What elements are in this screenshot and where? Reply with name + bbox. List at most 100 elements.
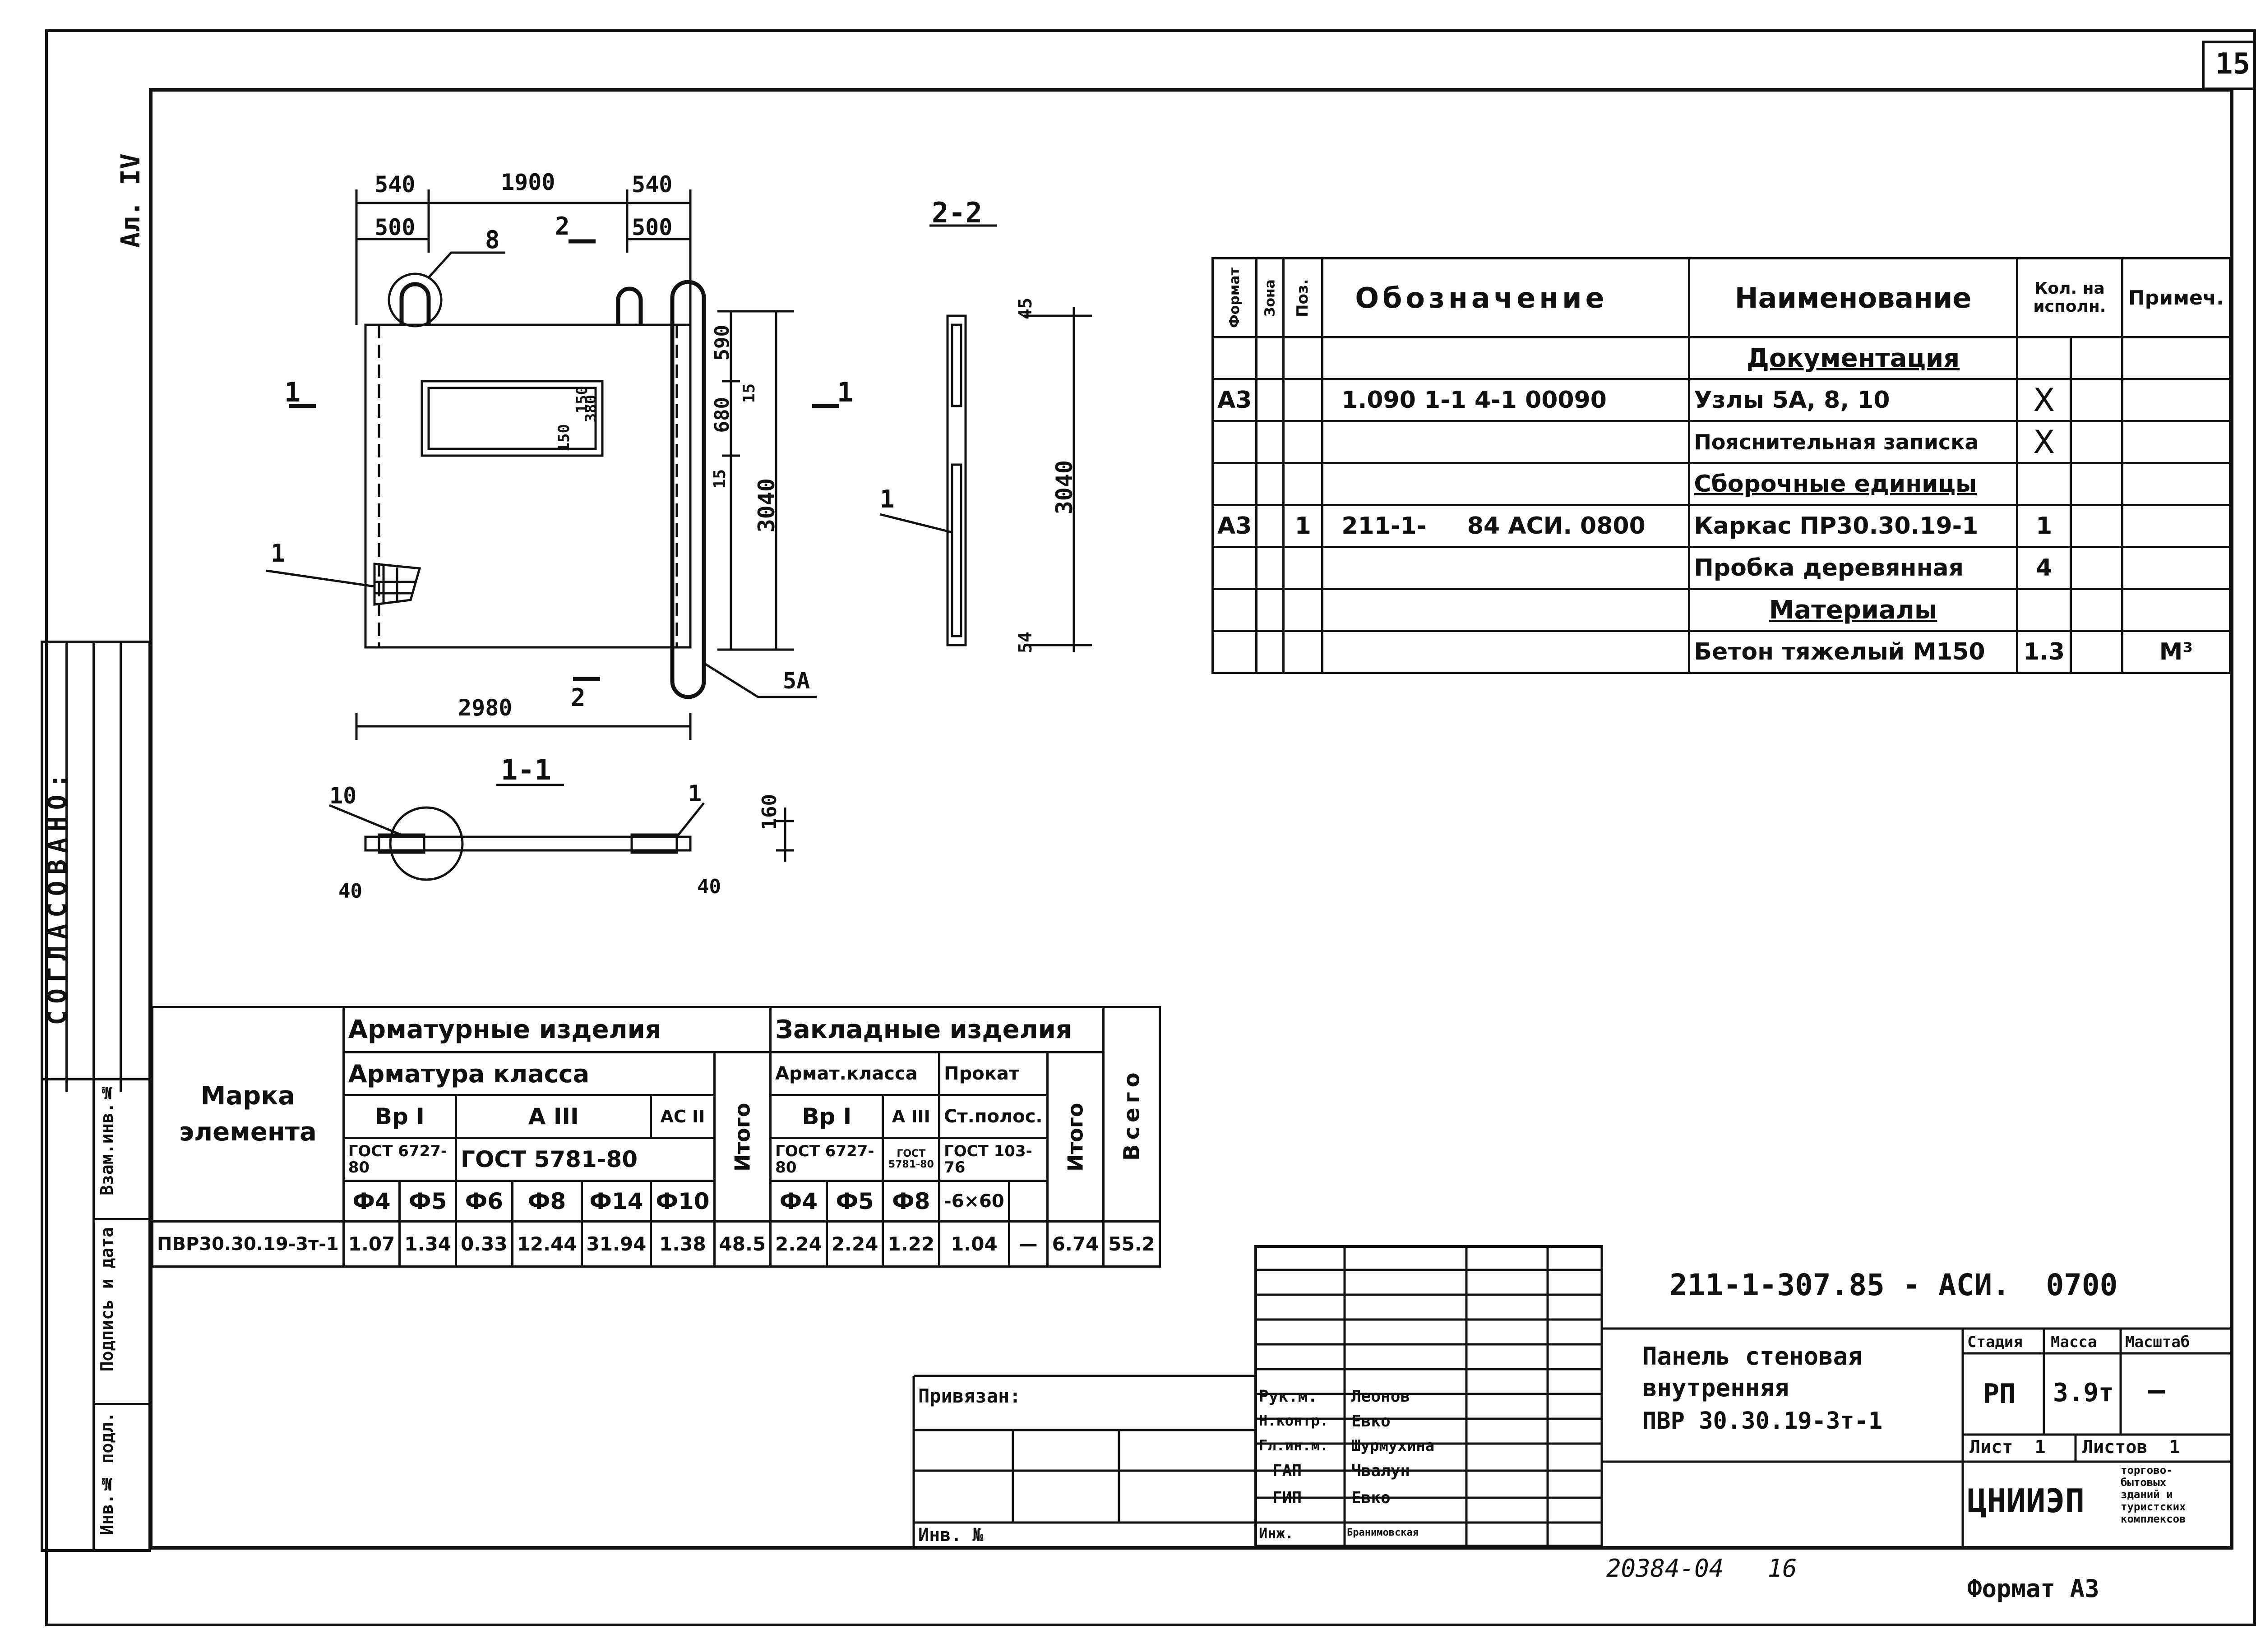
stage-value: РП	[1983, 1378, 2016, 1410]
spec-section-materials: Материалы	[1688, 588, 2018, 632]
bill-diam: Ф5	[825, 1180, 884, 1223]
spec-cell-qty	[2016, 588, 2072, 632]
spec-cell-pos: 1	[1282, 504, 1324, 548]
spec-cell-pos	[1282, 462, 1324, 506]
cut-mark-2-bottom: 2	[571, 683, 586, 712]
bill-of-materials-table: Марка элемента Арматурные изделия Заклад…	[151, 1006, 1161, 1268]
specification-table: Формат Зона Поз. Обозначение Наименовани…	[1211, 257, 2232, 674]
organization-sub-1: торгово-	[2121, 1464, 2173, 1477]
document-name-3: ПВР 30.30.19-3т-1	[1642, 1407, 1883, 1435]
spec-cell-name: Каркас ПР30.30.19-1	[1688, 504, 2018, 548]
bill-diam: Ф4	[769, 1180, 828, 1223]
bill-value: 1.22	[882, 1220, 941, 1268]
bill-row-mark: ПВР30.30.19-3т-1	[151, 1220, 345, 1268]
spec-cell-zone	[1255, 546, 1285, 590]
spec-cell-zone	[1255, 630, 1285, 674]
spec-cell-pos	[1282, 630, 1324, 674]
spec-cell-qty2	[2070, 378, 2123, 422]
spec-cell-designation	[1321, 588, 1691, 632]
bill-value: 2.24	[769, 1220, 828, 1268]
section-1-1-title: 1-1	[501, 753, 551, 786]
spec-section-assembly: Сборочные единицы	[1688, 462, 2018, 506]
bill-gost-4: ГОСТ 5781-80	[882, 1137, 941, 1182]
callout-1c: 1	[880, 485, 895, 513]
mass-header: Масса	[2051, 1333, 2097, 1351]
sheets-label: Листов 1	[2082, 1437, 2180, 1458]
bill-armat-class-2: Армат.класса	[769, 1051, 941, 1096]
spec-cell-qty: 4	[2016, 546, 2072, 590]
spec-cell-qty2	[2070, 336, 2123, 380]
bill-value: 1.04	[938, 1220, 1010, 1268]
spec-cell-designation	[1321, 630, 1691, 674]
spec-cell-format	[1211, 588, 1258, 632]
organization-sub-5: комплексов	[2121, 1513, 2186, 1525]
lifting-loop	[616, 286, 643, 325]
bill-class-st: Ст.полос.	[938, 1094, 1049, 1139]
spec-cell-name: Узлы 5А, 8, 10	[1688, 378, 2018, 422]
spec-header-name: Наименование	[1688, 257, 2018, 338]
reinforcement-hatch	[373, 563, 421, 606]
tied-label: Привязан:	[918, 1385, 1021, 1407]
name-glinm: Шурмухина	[1351, 1437, 1435, 1455]
edge-profile	[670, 280, 706, 699]
spec-cell-qty2	[2070, 420, 2123, 464]
sheet-label: Лист 1	[1969, 1437, 2046, 1458]
spec-cell-format	[1211, 630, 1258, 674]
bill-value: 0.33	[455, 1220, 513, 1268]
organization-sub-3: зданий и	[2121, 1488, 2173, 1501]
spec-cell-qty2	[2070, 588, 2123, 632]
title-left-grid	[1254, 1245, 1602, 1547]
leader-1	[676, 802, 705, 838]
name-nkontr: Евко	[1351, 1412, 1391, 1431]
spec-cell-designation	[1321, 546, 1691, 590]
dim-540-right: 540	[632, 171, 673, 198]
scale-header: Масштаб	[2125, 1333, 2190, 1351]
bill-gost-1: ГОСТ 6727-80	[342, 1137, 458, 1182]
scale-value: —	[2148, 1374, 2165, 1407]
bill-value: 2.24	[825, 1220, 884, 1268]
role-gap: ГАП	[1272, 1462, 1302, 1480]
stamp-divider	[120, 641, 122, 1092]
spec-cell-note: М³	[2121, 630, 2232, 674]
bill-armatura-class: Арматура класса	[342, 1051, 716, 1096]
spec-cell-pos	[1282, 336, 1324, 380]
section-2-2-title: 2-2	[932, 196, 982, 229]
format-label: Формат А3	[1967, 1574, 2099, 1603]
spec-cell-zone	[1255, 336, 1285, 380]
section-2-2-outline	[946, 314, 967, 646]
bill-value: 1.34	[398, 1220, 457, 1268]
window-opening-inner	[427, 387, 597, 450]
role-glinm: Гл.ин.м.	[1259, 1437, 1329, 1454]
cut-mark-2-top: 2	[555, 212, 570, 240]
spec-cell-qty-cross: X	[2016, 420, 2072, 464]
bill-diam-empty	[1008, 1180, 1049, 1223]
bill-group-zakladnye: Закладные изделия	[769, 1006, 1105, 1053]
role-gip: ГИП	[1272, 1489, 1302, 1507]
spec-cell-qty2	[2070, 630, 2123, 674]
section-1-1-left: 40	[338, 880, 362, 903]
stamp-divider	[92, 1218, 151, 1220]
spec-cell-format: А3	[1211, 378, 1258, 422]
organization: ЦНИИЭП	[1967, 1482, 2085, 1520]
bill-value: —	[1008, 1220, 1049, 1268]
spec-cell-format	[1211, 462, 1258, 506]
spec-cell-zone	[1255, 588, 1285, 632]
spec-header-designation: Обозначение	[1321, 257, 1691, 338]
bill-diam: Ф5	[398, 1180, 457, 1223]
spec-cell-name: Бетон тяжелый М150	[1688, 630, 2018, 674]
spec-cell-designation	[1321, 336, 1691, 380]
document-name-2: внутренняя	[1642, 1374, 1789, 1402]
spec-header-note: Примеч.	[2121, 257, 2232, 338]
window-opening-outer	[421, 380, 604, 457]
name-ruk: Леонов	[1351, 1387, 1410, 1406]
spec-cell-designation: 211-1- 84 АСИ. 0800	[1321, 504, 1691, 548]
spec-cell-designation: 1.090 1-1 4-1 00090	[1321, 378, 1691, 422]
bill-value: 48.5	[713, 1220, 772, 1268]
cut-mark-1-right: 1	[837, 377, 854, 408]
dim-500-left: 500	[374, 214, 416, 240]
spec-cell-pos	[1282, 420, 1324, 464]
bill-row: ПВР30.30.19-3т-1 1.07 1.34 0.33 12.44 31…	[151, 1220, 1161, 1268]
spec-cell-note	[2121, 504, 2232, 548]
callout-circle-8	[388, 272, 443, 328]
leader-1	[266, 569, 375, 588]
